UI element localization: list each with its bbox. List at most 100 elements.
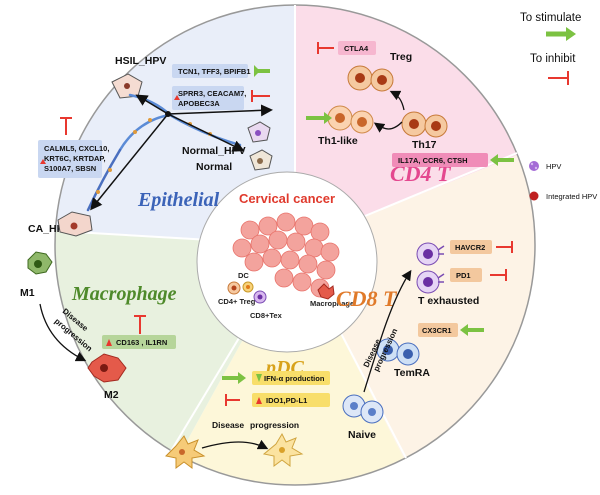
trajectory-arrows <box>90 94 273 211</box>
ido-up-arrow <box>256 397 262 404</box>
naive-cell-icon <box>342 394 384 424</box>
trajectory-root <box>165 111 171 117</box>
epi-ca-genes-2: KRT6C, KRTDAP, <box>44 154 106 163</box>
naive-label: Naive <box>348 429 376 441</box>
normal-hpv-label: Normal_HPV <box>182 145 246 157</box>
mac-genes-box <box>102 335 176 349</box>
cd4-stimulate-arrowhead <box>490 154 498 166</box>
cd8-section: CD8 T T exhausted HAVCR2 PD1 TemRA CX3CR… <box>336 240 513 441</box>
pd1-inhibit-bar <box>490 269 507 281</box>
pdc-sector <box>160 245 420 485</box>
pdc-cell-2-icon <box>262 432 304 467</box>
epi-inh-box <box>172 86 244 110</box>
ido-inhibit-bar <box>225 394 240 406</box>
tumor-cells <box>232 212 340 298</box>
m2-cell-icon <box>87 353 127 383</box>
treg-icon <box>227 281 241 295</box>
pd1-box <box>450 268 482 282</box>
epi-stim-box <box>172 64 248 78</box>
dc-label: DC <box>238 271 249 280</box>
normal-cell-icon <box>249 149 273 171</box>
cd4-arrows <box>373 90 405 133</box>
epi-ca-genes-3: S100A7, SBSN <box>44 164 96 173</box>
exhausted-cell-icon <box>416 242 445 294</box>
epithelial-title: Epithelial <box>137 189 220 211</box>
cx3cr1-stimulate-arrowhead <box>460 324 468 336</box>
macrophage-center-icon <box>317 283 335 300</box>
cd8-tex-label: CD8+Tex <box>250 311 283 320</box>
macrophage-title: Macrophage <box>71 283 177 305</box>
th1-stimulate-arrowhead <box>324 112 332 124</box>
cd4-section: CD4 T CTLA4 Treg Th1-like Th17 IL17A, CC… <box>306 41 514 186</box>
center-panel: Cervical cancer DC CD4+ Treg Macrophage … <box>196 171 378 353</box>
ctla4-box <box>338 41 376 55</box>
exhausted-label: T exhausted <box>418 295 479 307</box>
mac-up-arrow <box>106 339 112 346</box>
legend-inhibit-label: To inhibit <box>530 53 576 65</box>
ctla4-label: CTLA4 <box>344 44 369 53</box>
epi-ca-inhibit-bar <box>60 117 72 135</box>
legend-hpv-label: HPV <box>546 162 561 171</box>
macrophage-center-label: Macrophage <box>310 299 354 308</box>
hsil-label: HSIL_HPV <box>115 55 166 67</box>
th17-cell-icon <box>401 111 448 138</box>
cd8-title: CD8 T <box>336 286 398 311</box>
mac-inhibit-bar <box>134 315 146 334</box>
epi-stim-genes: TCN1, TFF3, BPIFB1 <box>178 67 251 76</box>
legend: To stimulate To inhibit HPV Integrated H… <box>520 12 597 201</box>
epi-stimulate-arrowhead <box>254 65 260 77</box>
tex-icon <box>253 290 267 304</box>
ctla4-inhibit-bar <box>317 42 334 54</box>
cx3cr1-label: CX3CR1 <box>422 326 452 335</box>
epi-inh-genes-1: SPRR3, CEACAM7, <box>178 89 246 98</box>
pdc-progression-2: progression <box>250 420 299 430</box>
ifn-label: IFN-α production <box>264 374 325 383</box>
havcr2-box <box>450 240 492 254</box>
legend-stimulate-label: To stimulate <box>520 12 581 24</box>
pd1-label: PD1 <box>456 271 471 280</box>
th1-cell-icon <box>327 105 374 134</box>
legend-inhibit-bar <box>548 71 569 85</box>
treg-label: Treg <box>390 51 412 63</box>
ifn-down-arrow <box>256 374 262 382</box>
epi-inhibit-bar <box>251 90 270 102</box>
cd4-genes-box <box>392 153 488 167</box>
m1-label: M1 <box>20 287 35 299</box>
legend-integrated-hpv-label: Integrated HPV <box>546 192 597 201</box>
cd8-progression-arrow <box>363 269 412 393</box>
havcr2-label: HAVCR2 <box>455 243 485 252</box>
legend-stimulate-arrowhead <box>566 27 576 41</box>
ifn-stimulate-arrowhead <box>238 372 246 384</box>
integrated-hpv-icon <box>529 191 539 201</box>
pdc-section: pDC IFN-α production IDO1,PD-L1 Disease … <box>164 357 330 469</box>
pdc-progression-arrow <box>201 439 269 450</box>
temra-label: TemRA <box>394 367 430 379</box>
havcr2-inhibit-bar <box>496 241 513 253</box>
epi-ca-box <box>38 140 102 178</box>
pdc-progression-1: Disease <box>212 420 244 430</box>
epi-inh-genes-2: APOBEC3A <box>178 99 220 108</box>
center-title: Cervical cancer <box>239 191 335 206</box>
hsil-cell-icon <box>111 73 143 99</box>
temra-cell-icon <box>376 338 420 366</box>
mac-progression-arrow <box>39 303 87 362</box>
mac-genes: CD163 , IL1RN <box>116 338 167 347</box>
ca-cell-icon <box>57 211 93 237</box>
epithelial-section: Epithelial HSIL_HPV Normal_HPV Normal CA… <box>28 55 273 237</box>
up-arrows <box>40 95 180 164</box>
m2-label: M2 <box>104 389 119 401</box>
dc-icon <box>242 281 254 293</box>
m1-cell-icon <box>27 251 53 275</box>
pdc-cell-1-icon <box>164 435 206 469</box>
treg-cell-icon <box>347 65 394 92</box>
normal-label: Normal <box>196 161 232 173</box>
ifn-box <box>252 371 330 385</box>
ido-label: IDO1,PD-L1 <box>266 396 307 405</box>
cx3cr1-box <box>418 323 458 337</box>
ido-box <box>252 393 330 407</box>
th1-label: Th1-like <box>318 135 358 147</box>
th17-label: Th17 <box>412 139 437 151</box>
cd4-genes: IL17A, CCR6, CTSH <box>398 156 468 165</box>
